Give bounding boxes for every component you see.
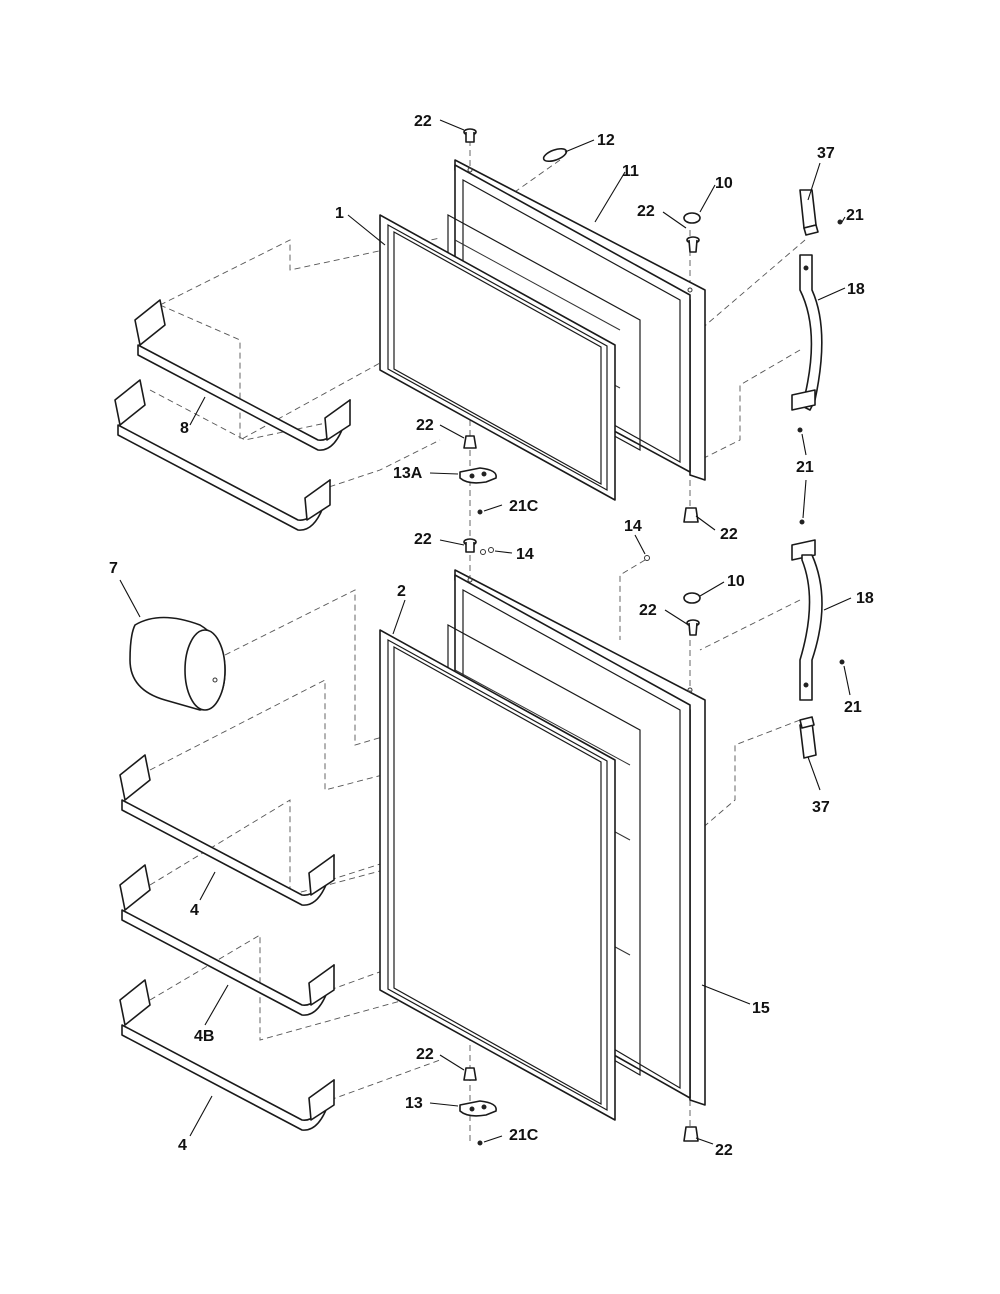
- hinge-pin-22-upper-right: [686, 236, 700, 253]
- callout-37: 37: [817, 145, 835, 162]
- callout-12: 12: [597, 132, 615, 149]
- screws-21-handle: [797, 219, 845, 665]
- lower-handle-18: [791, 539, 823, 701]
- plug-10-upper: [683, 212, 701, 224]
- callout-18: 18: [856, 590, 874, 607]
- screw-21c-upper: [477, 509, 483, 515]
- callout-4: 4: [190, 902, 199, 919]
- hinge-pin-22-top-upper: [463, 128, 477, 143]
- upper-handle-18: [791, 254, 823, 411]
- hinge-pin-22-lower-right: [686, 619, 700, 636]
- callout-4b: 4B: [194, 1028, 214, 1045]
- screws-14-top: [480, 547, 494, 555]
- callout-4: 4: [178, 1137, 187, 1154]
- callout-11: 11: [622, 163, 639, 180]
- callout-14: 14: [516, 546, 534, 563]
- freezer-door-gasket-1: [379, 214, 616, 501]
- callout-22: 22: [637, 203, 655, 220]
- callout-13: 13: [405, 1095, 423, 1112]
- lower-handle-end-cap-37: [799, 716, 817, 759]
- callout-22: 22: [720, 526, 738, 543]
- screw-21c-lower: [477, 1140, 483, 1146]
- callout-10: 10: [715, 175, 733, 192]
- callout-22: 22: [639, 602, 657, 619]
- plug-10-lower: [683, 592, 701, 604]
- callout-37: 37: [812, 799, 830, 816]
- callout-21: 21: [846, 207, 864, 224]
- callout-22: 22: [416, 417, 434, 434]
- door-shelf-8-upper: [134, 299, 351, 451]
- upper-handle-end-cap-37: [799, 189, 819, 236]
- hinge-13a: [459, 467, 497, 484]
- callout-21c: 21C: [509, 1127, 539, 1144]
- callout-22: 22: [715, 1142, 733, 1159]
- callout-7: 7: [109, 560, 118, 577]
- door-shelf-8-lower: [114, 379, 331, 531]
- door-shelf-4b-middle: [119, 864, 335, 1016]
- callout-1: 1: [335, 205, 344, 222]
- screw-14-right: [644, 555, 650, 561]
- callout-22: 22: [414, 531, 432, 548]
- plug-12: [542, 147, 568, 163]
- callout-2: 2: [397, 583, 406, 600]
- callout-22: 22: [416, 1046, 434, 1063]
- callout-10: 10: [727, 573, 745, 590]
- leader-lines: [119, 119, 852, 1145]
- callout-8: 8: [180, 420, 189, 437]
- hinge-pin-22-freezer-bottom: [463, 435, 477, 449]
- callout-22: 22: [414, 113, 432, 130]
- callout-13a: 13A: [393, 465, 423, 482]
- callout-15: 15: [752, 1000, 770, 1017]
- callout-21c: 21C: [509, 498, 539, 515]
- callout-21: 21: [844, 699, 862, 716]
- callout-labels: 22 12 37 11 10 1 22 21 18 22 8 21 13A 21…: [109, 113, 874, 1159]
- hinge-pin-22-fresh-bottom: [463, 1067, 477, 1081]
- fresh-food-door-gasket-2: [379, 629, 616, 1121]
- hinge-13: [459, 1100, 497, 1117]
- hinge-pin-22-fresh-top: [463, 538, 477, 553]
- callout-21: 21: [796, 459, 814, 476]
- door-shelf-4-top: [119, 754, 335, 906]
- door-shelf-4-bottom: [119, 979, 335, 1131]
- dairy-bin-7: [129, 616, 226, 711]
- callout-18: 18: [847, 281, 865, 298]
- hinge-pin-22-lower-right-bottom: [683, 1126, 699, 1142]
- callout-14: 14: [624, 518, 642, 535]
- hinge-pin-22-upper-right-bottom: [683, 507, 699, 523]
